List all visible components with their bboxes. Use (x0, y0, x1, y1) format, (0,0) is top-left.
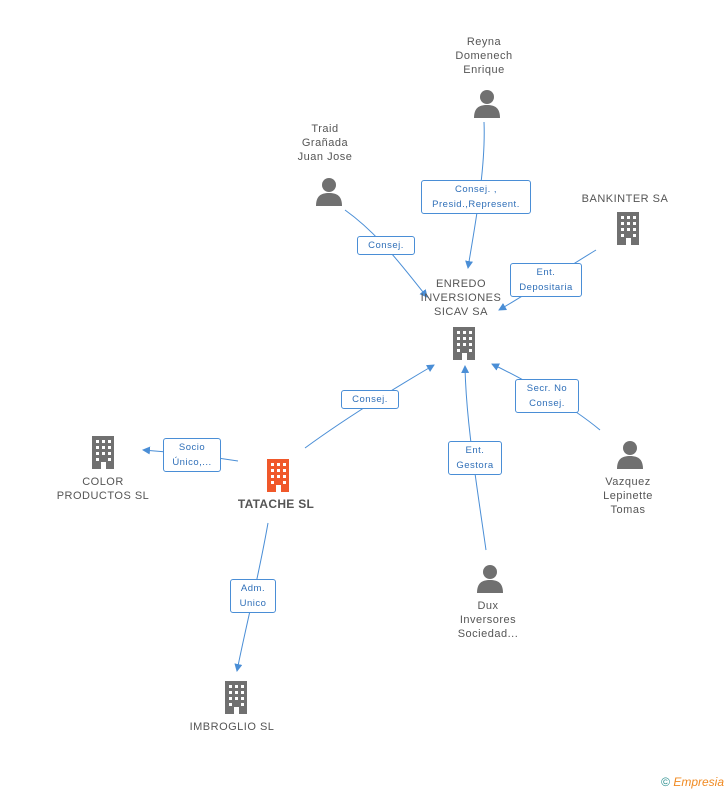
relation-label-tatache-color[interactable]: Socio Único,... (163, 438, 221, 472)
brand-logo: Empresia (673, 775, 724, 789)
relation-label-bankinter-enredo[interactable]: Ent. Depositaria (510, 263, 582, 297)
building-icon[interactable] (613, 211, 643, 245)
building-icon[interactable] (221, 680, 251, 714)
node-label-bankinter: BANKINTER SA (581, 193, 669, 205)
node-label-dux: Dux Inversores Sociedad... (457, 600, 519, 640)
node-label-tatache[interactable]: TATACHE SL (237, 497, 315, 511)
node-label-traid: Traid Grañada Juan Jose (297, 123, 353, 163)
person-icon[interactable] (616, 440, 644, 470)
relation-label-traid-enredo[interactable]: Consej. (357, 236, 415, 255)
relation-label-vazquez-enredo[interactable]: Secr. No Consej. (515, 379, 579, 413)
relation-label-tatache-enredo[interactable]: Consej. (341, 390, 399, 409)
relation-label-dux-enredo[interactable]: Ent. Gestora (448, 441, 502, 475)
copyright-icon: © (661, 775, 670, 789)
building-icon[interactable] (449, 326, 479, 360)
node-label-imbroglio: IMBROGLIO SL (189, 721, 275, 733)
person-icon[interactable] (476, 564, 504, 594)
relation-label-reyna-enredo[interactable]: Consej. , Presid.,Represent. (421, 180, 531, 214)
building-icon[interactable] (88, 435, 118, 469)
relation-label-tatache-imbroglio[interactable]: Adm. Unico (230, 579, 276, 613)
node-label-reyna: Reyna Domenech Enrique (455, 36, 513, 76)
node-label-color: COLOR PRODUCTOS SL (56, 476, 150, 502)
copyright-notice[interactable]: © Empresia (661, 775, 724, 789)
person-icon[interactable] (473, 89, 501, 119)
node-label-vazquez: Vazquez Lepinette Tomas (603, 476, 653, 516)
node-label-enredo: ENREDO INVERSIONES SICAV SA (420, 278, 502, 318)
person-icon[interactable] (315, 177, 343, 207)
building-icon-highlighted[interactable] (263, 458, 293, 492)
